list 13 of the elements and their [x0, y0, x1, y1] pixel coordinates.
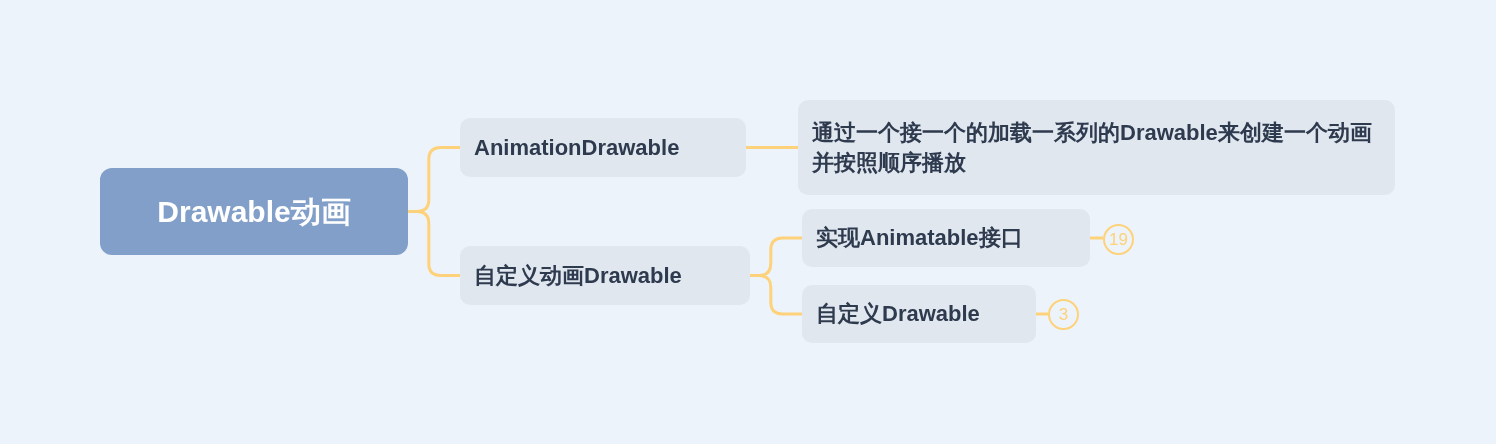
topic-box: 通过一个接一个的加载一系列的Drawable来创建一个动画并按照顺序播放	[798, 100, 1395, 195]
count-circle: 19	[1103, 224, 1134, 255]
topic-box: 自定义Drawable	[802, 285, 1036, 343]
topic-box: 实现Animatable接口	[802, 209, 1090, 267]
connector-line	[408, 210, 460, 277]
connector-line	[750, 274, 802, 316]
connector-line	[1036, 312, 1048, 316]
connector-line	[746, 146, 798, 149]
topic-box: AnimationDrawable	[460, 118, 746, 177]
count-circle: 3	[1048, 299, 1079, 330]
connector-line	[1090, 236, 1103, 240]
topic-box: 自定义动画Drawable	[460, 246, 750, 305]
root-topic-box: Drawable动画	[100, 168, 408, 255]
